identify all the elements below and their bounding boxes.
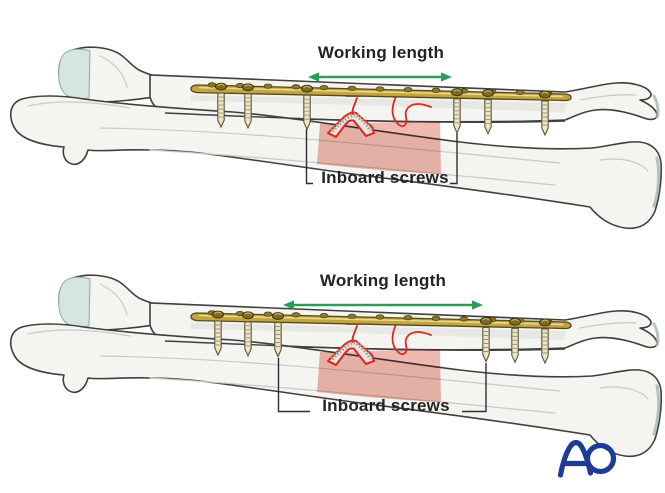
ao-logo-letter-o <box>584 442 617 475</box>
working-length-arrow-bottom <box>283 300 483 310</box>
working-length-label-top: Working length <box>317 43 445 62</box>
diagram-top <box>8 45 664 231</box>
inboard-bracket-right-bottom <box>462 363 487 413</box>
arrow-head-icon <box>441 72 452 82</box>
arrow-head-icon <box>283 300 294 310</box>
inboard-screws-label-bottom: Inboard screws <box>322 396 450 415</box>
diagram-bottom <box>8 273 664 459</box>
inboard-bracket-left-bottom <box>277 358 310 413</box>
arrow-head-icon <box>472 300 483 310</box>
inboard-screws-label-top: Inboard screws <box>321 168 449 187</box>
ao-logo <box>557 440 617 478</box>
working-length-arrow-top <box>308 72 452 82</box>
working-length-label-bottom: Working length <box>319 271 447 290</box>
arrow-head-icon <box>308 72 319 82</box>
inboard-bracket-left-top <box>305 129 313 185</box>
inboard-bracket-right-top <box>450 133 458 185</box>
